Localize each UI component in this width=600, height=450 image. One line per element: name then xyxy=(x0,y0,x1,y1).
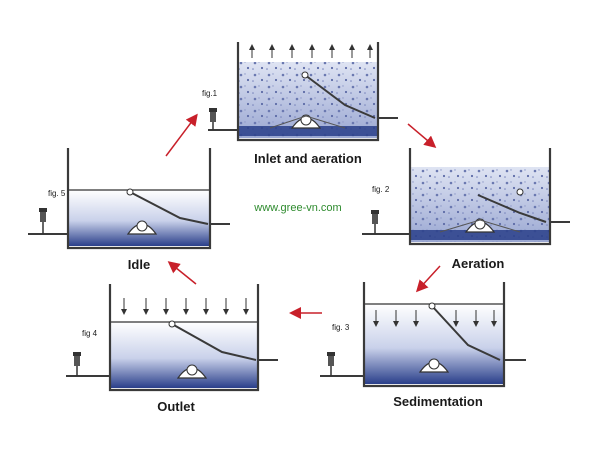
inlet-valve xyxy=(66,352,278,377)
inlet-valve xyxy=(208,108,398,131)
stage-label-sedimentation: Sedimentation xyxy=(393,394,483,409)
inlet-valve xyxy=(362,210,570,235)
tank-sedimentation: fig. 3 Sedimentation xyxy=(320,282,526,409)
arrow-to-sedimentation xyxy=(415,265,441,293)
arrow-to-aeration xyxy=(407,123,437,148)
inlet-valve xyxy=(320,352,526,377)
settling-arrows xyxy=(121,298,249,315)
fig-label-1: fig.1 xyxy=(202,89,218,98)
cycle-arrows xyxy=(165,113,441,319)
fig-label-3: fig. 3 xyxy=(332,323,350,332)
stage-label-outlet: Outlet xyxy=(157,399,195,414)
fig-label-5: fig. 5 xyxy=(48,189,66,198)
tank-outlet: fig 4 Outlet xyxy=(66,284,278,414)
decanter xyxy=(269,71,376,129)
decanter xyxy=(439,188,547,233)
decanter xyxy=(168,320,257,379)
tank-aeration: fig. 2 Aeration xyxy=(362,148,570,271)
tank-idle: fig. 5 Idle xyxy=(28,148,230,272)
decanter xyxy=(418,302,501,373)
inlet-valve xyxy=(28,208,230,235)
arrow-to-inlet xyxy=(165,113,198,157)
stage-label-inlet: Inlet and aeration xyxy=(254,151,362,166)
fig-label-2: fig. 2 xyxy=(372,185,390,194)
fig-label-4: fig 4 xyxy=(82,329,98,338)
decanter xyxy=(126,188,209,235)
tank-inlet-aeration: fig.1 Inlet and aeration xyxy=(202,42,398,166)
stage-label-idle: Idle xyxy=(128,257,150,272)
watermark-url: www.gree-vn.com xyxy=(253,202,341,214)
settling-arrows xyxy=(373,310,497,327)
arrow-to-idle xyxy=(167,261,197,285)
rising-arrows xyxy=(249,44,373,58)
stage-label-aeration: Aeration xyxy=(452,256,505,271)
